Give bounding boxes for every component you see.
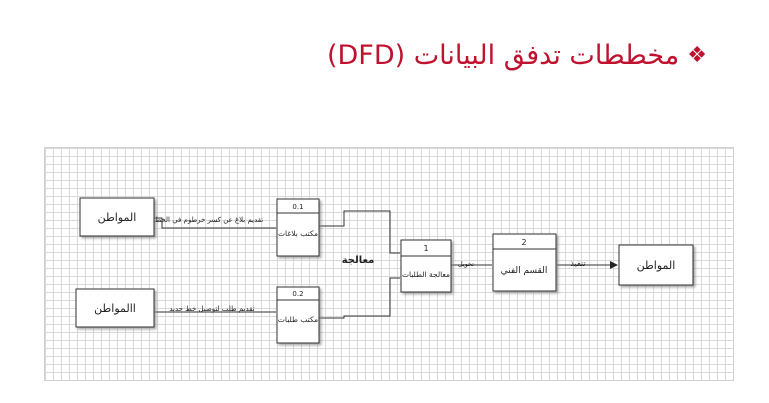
process-02-id: 0.2	[292, 290, 303, 298]
flow-line-02-to-1	[319, 277, 400, 319]
process-box-1: 1 معالجة الطلبات	[400, 239, 452, 293]
process-01-id: 0.1	[292, 203, 303, 211]
process-1-id: 1	[423, 244, 428, 253]
process-box-02: 0.2 مكتب طلبات	[276, 286, 320, 344]
diamond-bullet-icon: ❖	[687, 43, 707, 68]
diagram-grid-background	[44, 147, 734, 381]
entity-citizen-right: المواطن	[618, 244, 694, 286]
flow-line-01-to-1	[319, 210, 400, 254]
process-2-id: 2	[521, 238, 526, 247]
process-01-label: مكتب بلاغات	[278, 229, 318, 238]
page-title: ❖ مخططات تدفق البيانات (DFD)	[327, 40, 707, 71]
flow-lines	[154, 210, 618, 319]
process-2-label: القسم الفني	[501, 266, 548, 276]
process-box-01: 0.1 مكتب بلاغات	[276, 198, 320, 257]
flow-label-transfer: تحويل	[458, 260, 474, 268]
entity-citizen-top-label: المواطن	[98, 211, 137, 224]
flow-label-request: تقديم طلب لتوصيل خط جديد	[169, 305, 254, 313]
process-02-label: مكتب طلبات	[278, 315, 318, 324]
process-1-label: معالجة الطلبات	[402, 270, 450, 279]
flow-label-report: تقديم بلاغ عن كسر خرطوم في الخط	[155, 216, 264, 224]
entity-citizen-right-label: المواطن	[637, 259, 676, 272]
entity-citizen-bottom-label: االمواطن	[94, 302, 136, 315]
flow-label-execute: تنفيذ	[570, 259, 585, 268]
entity-citizen-bottom: االمواطن	[75, 288, 155, 328]
process-box-2: 2 القسم الفني	[492, 233, 557, 292]
page-title-text: مخططات تدفق البيانات (DFD)	[326, 40, 680, 71]
label-processing: معالجة	[342, 255, 375, 266]
flow-line-report	[154, 217, 276, 229]
entity-citizen-top: المواطن	[79, 197, 155, 237]
